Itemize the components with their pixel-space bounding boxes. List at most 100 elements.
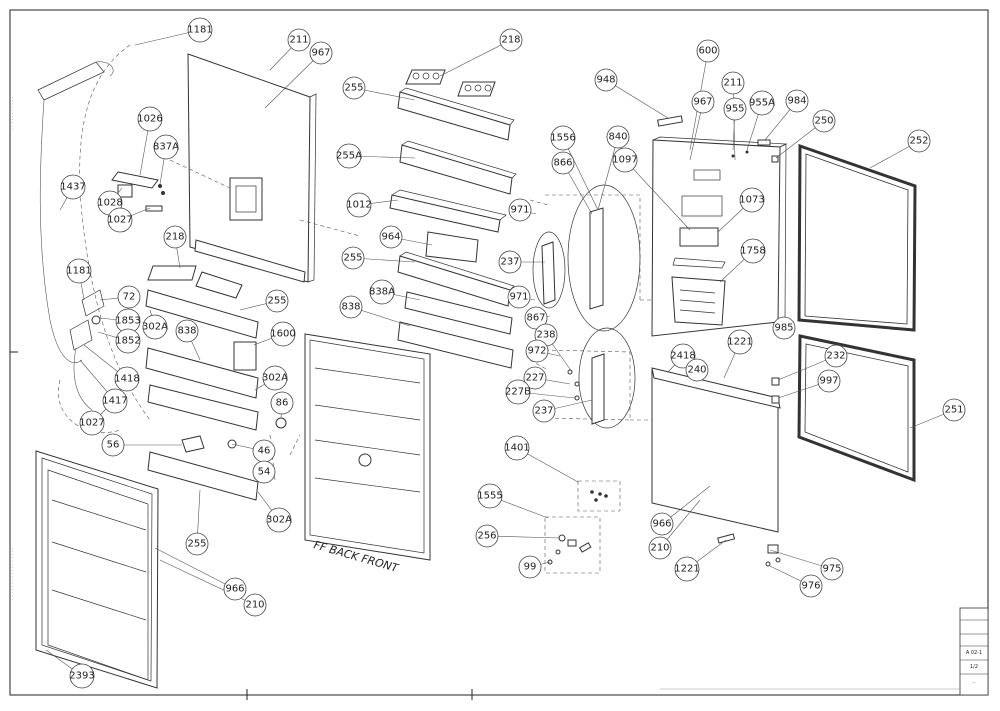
door-bins-center — [389, 87, 517, 369]
callout-256: 256 — [475, 524, 499, 548]
callout-838: 838 — [175, 319, 199, 343]
callout-984: 984 — [785, 89, 809, 113]
margin-note-bottom: · · · · · · · · · · · · · · · · · — [10, 547, 16, 600]
door-gasket-lower — [797, 334, 916, 483]
callout-label: 218 — [501, 35, 520, 46]
margin-note-top: · · · · · · · · · · · — [10, 96, 16, 130]
callout-label: 838 — [341, 302, 360, 313]
callout-1181: 1181 — [66, 258, 92, 284]
mullion-parts — [532, 207, 605, 425]
callout-label: 240 — [687, 365, 706, 376]
callout-251: 251 — [942, 398, 966, 422]
callout-72: 72 — [117, 285, 141, 309]
leader-c967a — [264, 52, 322, 109]
callout-label: 302A — [142, 322, 168, 333]
callout-label: 227 — [525, 373, 544, 384]
callout-218: 218 — [163, 225, 187, 249]
callout-838A: 838A — [369, 279, 395, 305]
callout-label: 1437 — [60, 182, 85, 193]
callout-1073: 1073 — [739, 187, 765, 213]
callout-1437: 1437 — [60, 174, 86, 200]
callout-label: 237 — [534, 406, 553, 417]
callout-label: 99 — [524, 562, 537, 573]
callout-label: 238 — [536, 330, 555, 341]
callout-967: 967 — [309, 41, 333, 65]
leader-c1097 — [624, 159, 691, 231]
door-gasket-upper — [797, 143, 917, 332]
callout-237: 237 — [532, 399, 556, 423]
callout-1181: 1181 — [187, 17, 213, 43]
callout-211: 211 — [287, 28, 311, 52]
callout-1097: 1097 — [612, 147, 638, 173]
callout-label: 252 — [909, 136, 928, 147]
callout-955: 955 — [723, 97, 747, 121]
callout-label: 227B — [505, 387, 531, 398]
callout-240: 240 — [685, 358, 709, 382]
callout-966: 966 — [650, 512, 674, 536]
callout-2393: 2393 — [69, 663, 95, 689]
callout-1417: 1417 — [102, 388, 128, 414]
callout-1600: 1600 — [270, 321, 296, 347]
callout-948: 948 — [594, 68, 618, 92]
callout-label: 72 — [123, 292, 136, 303]
callout-label: 256 — [477, 531, 496, 542]
leader-c211b — [732, 82, 736, 161]
callout-302A: 302A — [266, 507, 292, 533]
callout-label: 1028 — [97, 198, 122, 209]
callout-955A: 955A — [749, 90, 775, 116]
callout-label: 211 — [289, 35, 308, 46]
callout-232: 232 — [824, 344, 848, 368]
callout-label: 86 — [276, 398, 289, 409]
callout-label: 984 — [787, 96, 806, 107]
callout-label: 1852 — [115, 336, 140, 347]
callout-964: 964 — [379, 225, 403, 249]
callout-label: 997 — [819, 376, 838, 387]
callout-label: 955 — [725, 104, 744, 115]
callout-837A: 837A — [153, 134, 179, 160]
callout-label: 971 — [510, 205, 529, 216]
callout-label: 1073 — [739, 195, 764, 206]
leader-c948 — [605, 79, 669, 119]
callout-46: 46 — [252, 439, 276, 463]
callout-label: 1027 — [107, 215, 132, 226]
callout-label: 237 — [500, 257, 519, 268]
leader-c1556 — [562, 137, 599, 211]
dispenser-parts — [111, 171, 165, 212]
callout-label: 255 — [267, 296, 286, 307]
callout-866: 866 — [551, 151, 575, 175]
callout-1418: 1418 — [114, 366, 140, 392]
callout-label: 302A — [266, 515, 292, 526]
callout-250: 250 — [812, 109, 836, 133]
callout-label: 255 — [343, 253, 362, 264]
callout-1401: 1401 — [504, 435, 530, 461]
callout-label: 2418 — [670, 351, 695, 362]
callout-label: 840 — [608, 132, 627, 143]
callout-label: 964 — [381, 232, 400, 243]
callout-976: 976 — [799, 574, 823, 598]
door-bins-left — [145, 265, 287, 501]
callout-227B: 227B — [505, 379, 531, 405]
callout-1758: 1758 — [740, 238, 766, 264]
hinge-parts — [731, 139, 781, 567]
callout-302A: 302A — [262, 365, 288, 391]
callout-997: 997 — [817, 369, 841, 393]
callout-252: 252 — [907, 129, 931, 153]
callout-label: 302A — [262, 373, 288, 384]
callout-label: 1026 — [137, 114, 162, 125]
callout-label: 838 — [177, 326, 196, 337]
callout-label: 1401 — [504, 443, 529, 454]
callout-label: 966 — [652, 519, 671, 530]
callout-label: 837A — [153, 142, 179, 153]
parts-bag-1401 — [577, 480, 621, 512]
callout-211: 211 — [721, 71, 745, 95]
callout-label: 975 — [822, 564, 841, 575]
callout-label: 966 — [225, 584, 244, 595]
callout-label: 218 — [165, 232, 184, 243]
parts-bag-1555 — [544, 516, 601, 574]
callout-210: 210 — [648, 536, 672, 560]
callout-1221: 1221 — [727, 329, 753, 355]
callout-255: 255 — [341, 246, 365, 270]
callout-label: 955A — [749, 98, 775, 109]
title-block-sheet: 1/2 — [970, 664, 978, 670]
